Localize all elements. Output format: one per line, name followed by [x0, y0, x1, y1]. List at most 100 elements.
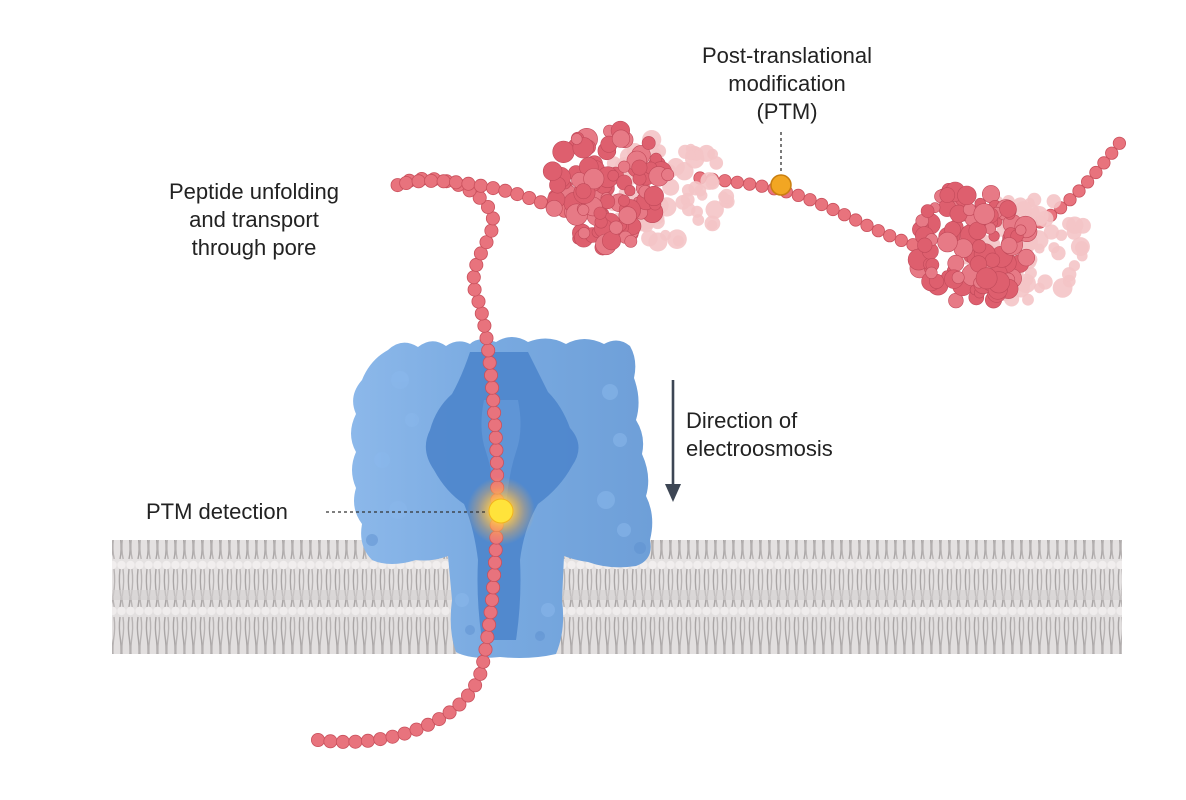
protein-atom — [939, 187, 956, 203]
peptide-bead — [432, 712, 447, 727]
peptide-bead — [335, 734, 350, 749]
ptm-label-line-2: modification — [728, 71, 846, 96]
peptide-bead — [484, 592, 499, 607]
folded-protein-left — [542, 120, 735, 256]
ptm-detection-glow — [467, 477, 535, 545]
direction-label-line-1: Direction of — [686, 408, 798, 433]
peptide-bead — [466, 270, 481, 285]
ptm-modification-label: Post-translational modification (PTM) — [652, 42, 922, 126]
peptide-bead — [486, 580, 501, 595]
peptide-bead — [894, 233, 908, 247]
peptide-bead — [473, 666, 488, 681]
protein-atom — [704, 215, 721, 232]
protein-atom — [631, 159, 648, 176]
peptide-bead — [1097, 156, 1111, 170]
peptide-bead — [1063, 193, 1077, 207]
peptide-bead — [483, 368, 498, 383]
peptide-bead — [461, 176, 476, 191]
protein-atom — [681, 184, 695, 197]
protein-atom — [937, 231, 958, 253]
peptide-bead — [436, 174, 451, 189]
peptide-bead — [487, 405, 502, 420]
protein-atom — [925, 266, 938, 280]
unfold-label-line-2: and transport — [189, 207, 319, 232]
protein-atom — [593, 206, 607, 220]
peptide-bead — [1081, 175, 1095, 189]
peptide-bead — [485, 380, 500, 395]
protein-atom — [578, 227, 591, 240]
peptide-unfolding-label: Peptide unfolding and transport through … — [132, 178, 376, 262]
protein-atom — [719, 188, 735, 204]
direction-label-line-2: electroosmosis — [686, 436, 833, 461]
protein-atom — [685, 149, 696, 161]
ptm-label-line-3: (PTM) — [756, 99, 818, 124]
protein-atom — [542, 161, 563, 181]
peptide-bead — [385, 729, 400, 744]
protein-atom — [609, 220, 624, 235]
peptide-bead — [473, 178, 488, 193]
protein-atom — [999, 200, 1017, 218]
peptide-bead — [411, 174, 426, 189]
protein-atom — [617, 160, 631, 173]
protein-atom — [947, 254, 965, 272]
peptide-bead — [373, 732, 388, 747]
protein-atom — [917, 237, 933, 253]
protein-atom — [624, 185, 636, 197]
ptm-label-line-1: Post-translational — [702, 43, 872, 68]
peptide-bead — [424, 173, 439, 188]
peptide-bead — [533, 195, 548, 210]
protein-atom — [709, 156, 724, 170]
protein-atom — [1070, 237, 1090, 257]
peptide-bead — [755, 179, 769, 193]
protein-atom — [641, 136, 656, 150]
protein-atom — [1024, 267, 1037, 279]
peptide-bead — [486, 393, 501, 408]
protein-atom — [662, 178, 680, 196]
protein-atom — [583, 168, 605, 190]
peptide-bead — [489, 443, 504, 458]
peptide-bead — [474, 306, 489, 321]
peptide-bead — [476, 654, 491, 669]
peptide-bead — [480, 630, 495, 645]
protein-atom — [1043, 224, 1059, 240]
peptide-bead — [718, 174, 732, 188]
peptide-bead — [473, 246, 488, 261]
protein-atom — [611, 129, 631, 148]
protein-atom — [951, 271, 965, 284]
ptm-detection-label: PTM detection — [146, 499, 288, 524]
peptide-bead — [467, 282, 482, 297]
peptide-bead — [360, 733, 375, 748]
peptide-bead — [488, 543, 503, 558]
protein-atom — [957, 185, 977, 206]
protein-atom — [643, 186, 664, 207]
peptide-bead — [742, 177, 757, 191]
protein-atom — [577, 204, 590, 216]
protein-atom — [661, 168, 675, 182]
peptide-bead — [803, 193, 817, 207]
peptide-bead — [487, 568, 502, 583]
peptide-bead — [487, 555, 502, 570]
protein-atom — [1068, 260, 1080, 272]
peptide-bead — [420, 717, 435, 732]
protein-atom — [617, 194, 630, 207]
protein-atom — [984, 252, 1001, 268]
protein-atom — [1052, 278, 1073, 298]
peptide-bead — [442, 705, 457, 720]
protein-atom — [552, 140, 575, 163]
peptide-bead — [482, 355, 497, 370]
peptide-bead — [883, 229, 897, 243]
protein-atom — [691, 205, 703, 218]
protein-atom — [606, 156, 621, 171]
peptide-bead — [1089, 165, 1103, 180]
peptide-bead — [849, 213, 863, 227]
peptide-bead — [348, 734, 363, 749]
peptide-bead — [1105, 146, 1119, 160]
peptide-bead — [814, 197, 829, 212]
peptide-bead — [479, 331, 494, 346]
protein-atom — [1000, 237, 1018, 254]
electroosmosis-arrow — [665, 380, 681, 502]
protein-atom — [575, 183, 592, 200]
protein-atom — [1046, 194, 1062, 209]
protein-atom — [973, 203, 995, 225]
protein-atom — [624, 234, 638, 248]
